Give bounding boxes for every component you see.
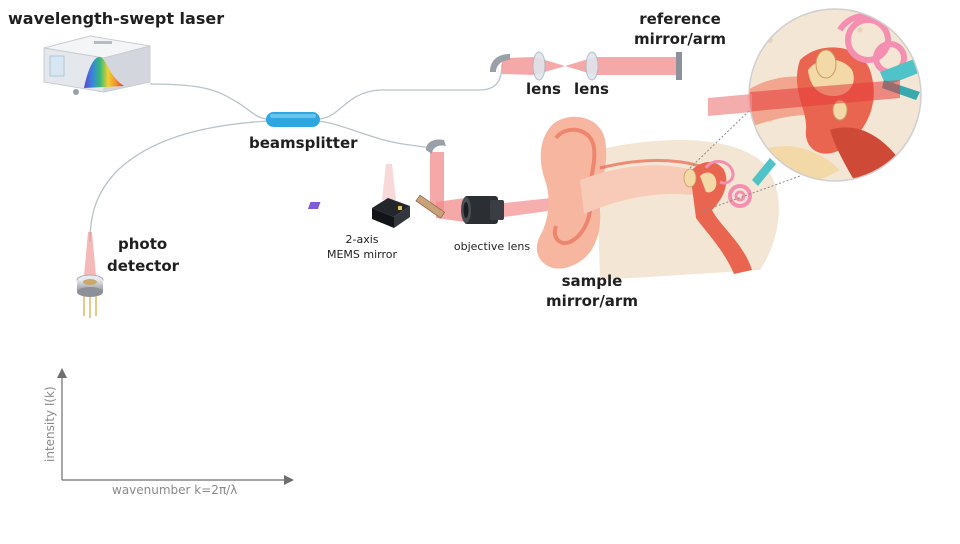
mems-label-line1: 2-axis [345,233,378,246]
swept-laser-icon [43,35,151,95]
inset-entry-beam [708,94,752,116]
reference-label-line2: mirror/arm [634,30,726,48]
laser-label: wavelength-swept laser [8,9,224,28]
fiber-splitter-to-sample [317,120,433,149]
intensity-axes [57,368,294,485]
photodetector-icon [76,232,104,318]
lens-left-icon [532,51,546,81]
lens-right-icon [585,51,599,81]
mems-mirror-plate [415,194,446,219]
zoom-connectors [689,107,801,213]
fiber-splitter-to-detector [89,120,269,243]
y-axis-label: intensity I(k) [43,386,57,462]
fiber-laser-to-splitter [149,83,269,120]
ear-illustration [536,116,779,280]
x-axis-label: wavenumber k=2π/λ [112,483,237,497]
photo-label-line1: photo [118,235,167,253]
cochlea-icon [704,160,752,208]
fiber-splitter-to-reference [317,63,503,120]
mems-chip-icon [307,164,410,228]
reference-beam-right [565,57,676,75]
fiber-paths [89,63,503,243]
sample-label-line2: mirror/arm [546,292,638,310]
photo-label-line2: detector [107,257,180,275]
beamsplitter-icon [266,112,320,127]
reference-arm [490,51,682,81]
objective-lens-icon [461,196,504,224]
sample-label-line1: sample [562,272,623,290]
objective-label: objective lens [454,240,531,253]
reference-fold-mirror [490,54,510,72]
sample-fold-mirror [426,139,446,154]
reference-label-line1: reference [639,10,721,28]
mems-label-line2: MEMS mirror [327,248,398,261]
lens-right-label: lens [574,80,609,98]
reference-mirror-icon [676,52,682,80]
lens-left-label: lens [526,80,561,98]
beamsplitter-label: beamsplitter [249,134,358,152]
